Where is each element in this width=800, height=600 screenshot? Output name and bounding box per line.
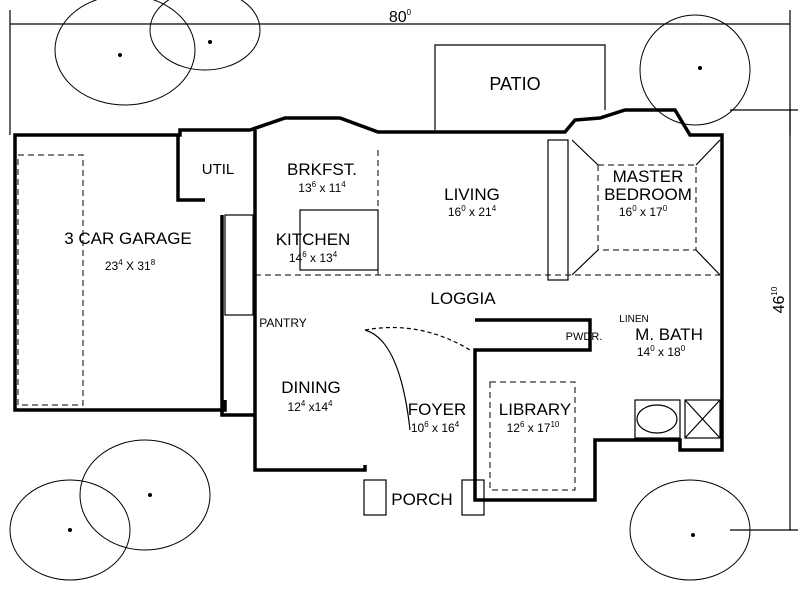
room-library: LIBRARY 126 x 1710 — [499, 400, 571, 435]
svg-text:126 x 1710: 126 x 1710 — [507, 420, 560, 435]
svg-text:DINING: DINING — [281, 378, 341, 397]
svg-text:KITCHEN: KITCHEN — [276, 230, 351, 249]
svg-text:3 CAR GARAGE: 3 CAR GARAGE — [64, 229, 192, 248]
svg-text:BEDROOM: BEDROOM — [604, 185, 692, 204]
svg-text:124 x144: 124 x144 — [288, 399, 334, 414]
overall-depth-dimension: 4610 — [730, 109, 798, 531]
svg-text:160 x 214: 160 x 214 — [448, 204, 497, 219]
overall-width-label: 800 — [389, 8, 412, 26]
patio-outline — [434, 44, 606, 130]
room-porch: PORCH — [391, 490, 452, 509]
room-master-bath: M. BATH 140 x 180 — [635, 325, 703, 359]
svg-text:106 x 164: 106 x 164 — [411, 420, 460, 435]
svg-text:160 x 170: 160 x 170 — [619, 204, 668, 219]
svg-text:M. BATH: M. BATH — [635, 325, 703, 344]
room-brkfst: BRKFST. 136 x 114 — [287, 160, 357, 195]
svg-text:234 X 318: 234 X 318 — [105, 258, 156, 273]
room-linen: LINEN — [619, 314, 648, 325]
room-loggia: LOGGIA — [430, 289, 496, 308]
room-master-bedroom: MASTER BEDROOM 160 x 170 — [604, 167, 692, 219]
svg-text:136 x 114: 136 x 114 — [298, 180, 346, 195]
svg-text:BRKFST.: BRKFST. — [287, 160, 357, 179]
svg-text:FOYER: FOYER — [408, 400, 467, 419]
interior-details — [17, 139, 721, 516]
svg-text:MASTER: MASTER — [613, 167, 684, 186]
room-pantry: PANTRY — [259, 316, 307, 330]
svg-text:LIVING: LIVING — [444, 185, 500, 204]
overall-depth-label: 4610 — [770, 286, 788, 313]
room-garage: 3 CAR GARAGE 234 X 318 — [64, 229, 192, 273]
room-powder: PWDR. — [566, 331, 603, 343]
overall-width-dimension: 800 — [9, 8, 791, 135]
room-patio: PATIO — [489, 74, 540, 94]
exterior-walls — [13, 108, 724, 502]
svg-text:LIBRARY: LIBRARY — [499, 400, 571, 419]
room-living: LIVING 160 x 214 — [444, 185, 500, 219]
svg-text:140 x 180: 140 x 180 — [637, 344, 686, 359]
room-kitchen: KITCHEN 146 x 134 — [276, 230, 351, 265]
room-util: UTIL — [202, 161, 235, 178]
landscape-trees — [9, 0, 751, 581]
svg-text:146 x 134: 146 x 134 — [289, 250, 338, 265]
room-dining: DINING 124 x144 — [281, 378, 341, 414]
room-foyer: FOYER 106 x 164 — [408, 400, 467, 435]
